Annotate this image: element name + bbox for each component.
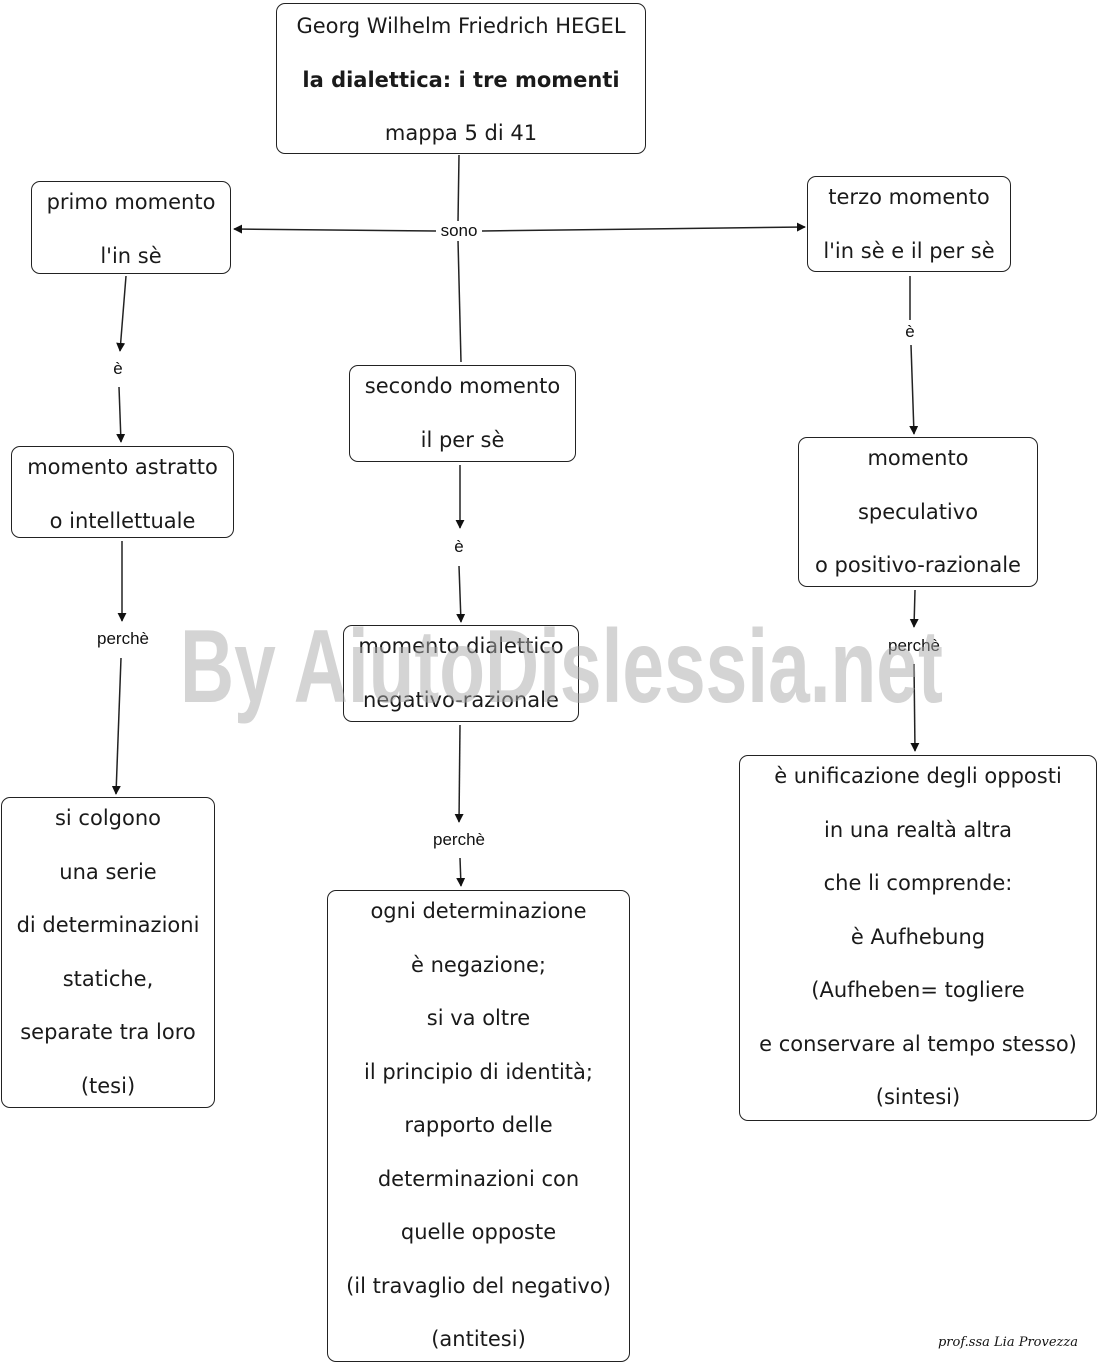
node-text: (antitesi)	[431, 1327, 526, 1351]
node-text: statiche,	[62, 966, 154, 991]
link-label-e-secondo: è	[451, 537, 467, 557]
link-label-sono: sono	[437, 221, 481, 241]
link-perche-to-antitesi	[456, 857, 466, 887]
node-text: o intellettuale	[49, 508, 196, 533]
link-e-to-dialettico	[456, 565, 466, 623]
node-text: determinazioni con	[377, 1166, 580, 1191]
link-e-to-astratto	[116, 386, 126, 443]
link-label-perche-terzo: perchè	[885, 636, 943, 656]
link-e-to-speculativo	[909, 344, 919, 435]
node-text: in una realtà altra	[824, 817, 1012, 842]
node-momento-speculativo: momento speculativo o positivo-razionale	[798, 437, 1038, 587]
title-topic: la dialettica: i tre momenti	[302, 67, 620, 92]
node-text: (tesi)	[80, 1073, 136, 1098]
link-hub-to-terzo	[481, 222, 806, 232]
node-text: (sintesi)	[875, 1085, 961, 1109]
node-text: è Aufhebung	[850, 924, 986, 949]
title-node: Georg Wilhelm Friedrich HEGEL la dialett…	[276, 3, 646, 154]
node-text: una serie	[59, 859, 157, 884]
node-text: o positivo-razionale	[815, 553, 1021, 577]
link-speculativo-to-perche	[909, 589, 919, 628]
title-map-number: mappa 5 di 41	[384, 121, 538, 145]
node-text: primo momento	[46, 190, 216, 214]
node-text: si va oltre	[426, 1006, 531, 1030]
node-text: l'in sè e il per sè	[823, 238, 995, 263]
node-secondo-momento: secondo momento il per sè	[349, 365, 576, 462]
node-text: (il travaglio del negativo)	[346, 1273, 611, 1298]
link-hub-to-secondo	[457, 239, 462, 363]
node-momento-dialettico: momento dialettico negativo-razionale	[343, 625, 579, 722]
link-title-to-hub	[457, 154, 460, 223]
node-text: che li comprende:	[823, 871, 1013, 895]
node-text: quelle opposte	[400, 1220, 557, 1244]
node-text: secondo momento	[364, 374, 561, 398]
node-tesi: si colgono una serie di determinazioni s…	[1, 797, 215, 1108]
node-text: è negazione;	[410, 952, 547, 977]
link-label-e-terzo: è	[902, 322, 918, 342]
node-text: momento dialettico	[358, 634, 564, 658]
link-dialettico-to-perche	[454, 724, 464, 823]
node-text: negativo-razionale	[363, 687, 559, 712]
node-text: ogni determinazione	[370, 899, 587, 923]
node-text: di determinazioni	[16, 913, 200, 937]
link-label-perche-primo: perchè	[94, 629, 152, 649]
node-text: è unificazione degli opposti	[774, 764, 1062, 788]
node-text: separate tra loro	[20, 1020, 196, 1044]
node-terzo-momento: terzo momento l'in sè e il per sè	[807, 176, 1011, 272]
link-primo-to-e	[116, 275, 127, 352]
node-text: (Aufheben= togliere	[811, 978, 1025, 1002]
link-perche-to-tesi	[111, 657, 122, 795]
author-signature: prof.ssa Lia Provezza	[937, 1335, 1078, 1350]
node-antitesi: ogni determinazione è negazione; si va o…	[327, 890, 630, 1362]
node-text: terzo momento	[828, 185, 990, 209]
node-primo-momento: primo momento l'in sè	[31, 181, 231, 274]
node-text: il principio di identità;	[363, 1059, 593, 1084]
node-text: il per sè	[420, 427, 505, 452]
node-text: si colgono	[54, 806, 161, 830]
link-perche-to-sintesi	[910, 663, 920, 752]
node-text: l'in sè	[100, 243, 162, 268]
node-momento-astratto: momento astratto o intellettuale	[11, 446, 234, 538]
node-text: momento astratto	[27, 455, 218, 479]
link-label-perche-secondo: perchè	[430, 830, 488, 850]
node-text: rapporto delle	[404, 1113, 553, 1137]
node-sintesi: è unificazione degli opposti in una real…	[739, 755, 1097, 1121]
link-label-e-primo: è	[110, 359, 126, 379]
link-hub-to-primo	[233, 224, 437, 234]
title-author: Georg Wilhelm Friedrich HEGEL	[296, 14, 626, 38]
node-text: speculativo	[857, 499, 979, 524]
node-text: e conservare al tempo stesso)	[759, 1031, 1077, 1056]
node-text: momento	[867, 446, 969, 470]
